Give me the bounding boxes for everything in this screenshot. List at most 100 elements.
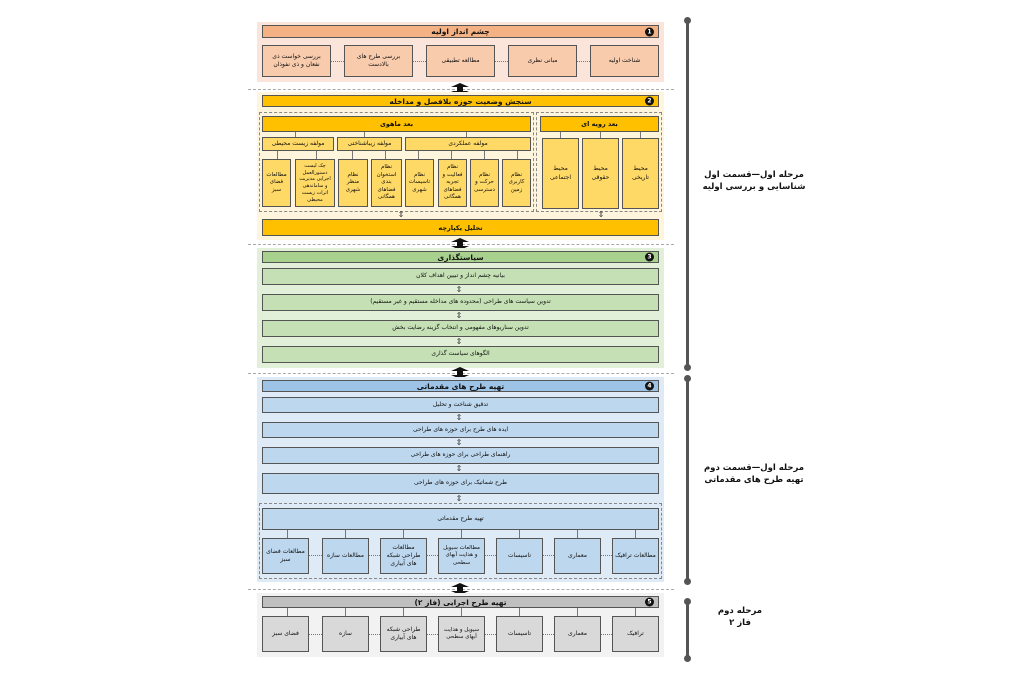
substantive-frame	[259, 112, 534, 212]
preliminary-frame	[259, 503, 662, 579]
functional-item: نظام تاسیسات شهری	[405, 159, 434, 207]
section3-title: سیاستگذاری	[437, 252, 484, 262]
design-step: راهنمای طراحی برای حوزه های طراحی	[262, 447, 659, 464]
connector	[519, 530, 520, 538]
execution-item: معماری	[554, 616, 601, 652]
connector	[403, 530, 404, 538]
section1-header: چشم انداز اولیه 1	[262, 25, 659, 38]
section1-number-badge: 1	[645, 27, 654, 36]
aesthetic-item: نظام منظر شهری	[338, 159, 368, 207]
section2-number-badge: 2	[645, 96, 654, 106]
connector	[484, 151, 485, 159]
connector	[577, 608, 578, 616]
integrated-analysis-box: تحلیل یکپارچه	[262, 219, 659, 236]
section5-title: تهیه طرح اجرایی (فاز ۲)	[414, 597, 507, 607]
execution-item: سازه	[322, 616, 369, 652]
connector	[517, 151, 518, 159]
policy-step: تدوین سیاست های طراحی (محدوده های مداخله…	[262, 294, 659, 311]
procedural-item: محیط تاریخی	[622, 138, 659, 209]
connector	[352, 151, 353, 159]
updown-arrow-icon: ⇕	[455, 311, 463, 320]
section3-number-badge: 3	[645, 252, 654, 262]
procedural-item: محیط حقوقی	[582, 138, 619, 209]
procedural-header: بعد رویه ای	[540, 116, 659, 132]
section5-header: تهیه طرح اجرایی (فاز ۲) 5	[262, 596, 659, 608]
connector	[635, 530, 636, 538]
preliminary-item: مطالعات طراحی شبکه های آبیاری	[380, 538, 427, 574]
section1-item: شناخت اولیه	[590, 45, 659, 77]
connector	[461, 530, 462, 538]
environmental-item: چک لیست دستورالعمل اجرایی مدیریت و سامان…	[295, 159, 335, 207]
procedural-item: محیط اجتماعی	[542, 138, 579, 209]
updown-arrow-icon: ⇕	[455, 494, 463, 503]
substantive-header: بعد ماهوی	[262, 116, 531, 132]
double-arrow-icon	[451, 583, 469, 595]
double-arrow-icon	[451, 238, 469, 250]
connector	[277, 151, 278, 159]
functional-item: نظام فعالیت و تجربه فضاهای همگانی	[438, 159, 467, 207]
section1-item: مطالعه تطبیقی	[426, 45, 495, 77]
updown-arrow-icon: ⇕	[397, 210, 405, 219]
functional-item: نظام کاربری زمین	[502, 159, 531, 207]
timeline-dot	[684, 655, 691, 662]
policy-step: تدوین سناریوهای مفهومی و انتخاب گزینه رض…	[262, 320, 659, 337]
connector	[385, 151, 386, 159]
connector	[640, 132, 641, 138]
section1-item: بررسی خواست ذی نفعان و ذی نفوذان	[262, 45, 331, 77]
timeline-segment-2	[686, 378, 689, 582]
group-header-aesthetic: مولفه زیباشناختی	[337, 137, 402, 151]
preliminary-item: تاسیسات	[496, 538, 543, 574]
connector	[287, 608, 288, 616]
section4-header: تهیه طرح های مقدماتی 4	[262, 380, 659, 392]
connector	[287, 530, 288, 538]
policy-step: بیانیه چشم انداز و تبیین اهداف کلان	[262, 268, 659, 285]
updown-arrow-icon: ⇕	[597, 210, 605, 219]
connector	[600, 132, 601, 138]
execution-item: تاسیسات	[496, 616, 543, 652]
preliminary-item: مطالعات سیویل و هدایت آبهای سطحی	[438, 538, 485, 574]
updown-arrow-icon: ⇕	[455, 285, 463, 294]
preliminary-item: مطالعات ترافیک	[612, 538, 659, 574]
section2-header: سنجش وضعیت حوزه بلافصل و مداخله 2	[262, 95, 659, 107]
updown-arrow-icon: ⇕	[455, 438, 463, 447]
execution-item: طراحی شبکه های آبیاری	[380, 616, 427, 652]
double-arrow-icon	[451, 367, 469, 379]
design-step: طرح شماتیک برای حوزه های طراحی	[262, 473, 659, 494]
connector	[451, 151, 452, 159]
functional-item: نظام حرکت و دسترسی	[470, 159, 499, 207]
group-header-functional: مولفه عملکردی	[405, 137, 531, 151]
preliminary-item: مطالعات سازه	[322, 538, 369, 574]
connector	[345, 530, 346, 538]
aesthetic-item: نظام استخوان بندی فضاهای همگانی	[371, 159, 402, 207]
timeline-segment-1	[686, 20, 689, 368]
execution-item: فضای سبز	[262, 616, 309, 652]
policy-step: الگوهای سیاست گذاری	[262, 346, 659, 363]
timeline-dot	[684, 578, 691, 585]
updown-arrow-icon: ⇕	[455, 337, 463, 346]
connector	[519, 608, 520, 616]
preliminary-header: تهیه طرح مقدماتی	[262, 508, 659, 530]
connector	[466, 132, 467, 137]
section4-title: تهیه طرح های مقدماتی	[416, 381, 505, 391]
section4-number-badge: 4	[645, 381, 654, 391]
section1-item: بررسی طرح های بالادست	[344, 45, 413, 77]
section3-header: سیاستگذاری 3	[262, 251, 659, 263]
preliminary-item: معماری	[554, 538, 601, 574]
connector	[316, 151, 317, 159]
execution-item: سیویل و هدایت آبهای سطحی	[438, 616, 485, 652]
connector	[635, 608, 636, 616]
connector	[577, 530, 578, 538]
connector	[461, 608, 462, 616]
connector	[403, 608, 404, 616]
connector	[364, 132, 365, 137]
design-step: ایده های طرح برای حوزه های طراحی	[262, 422, 659, 438]
environmental-item: مطالعات فضای سبز	[262, 159, 291, 207]
preliminary-item: مطالعات فضای سبز	[262, 538, 309, 574]
section1-title: چشم انداز اولیه	[431, 27, 490, 36]
updown-arrow-icon: ⇕	[455, 413, 463, 422]
connector	[345, 608, 346, 616]
updown-arrow-icon: ⇕	[455, 464, 463, 473]
